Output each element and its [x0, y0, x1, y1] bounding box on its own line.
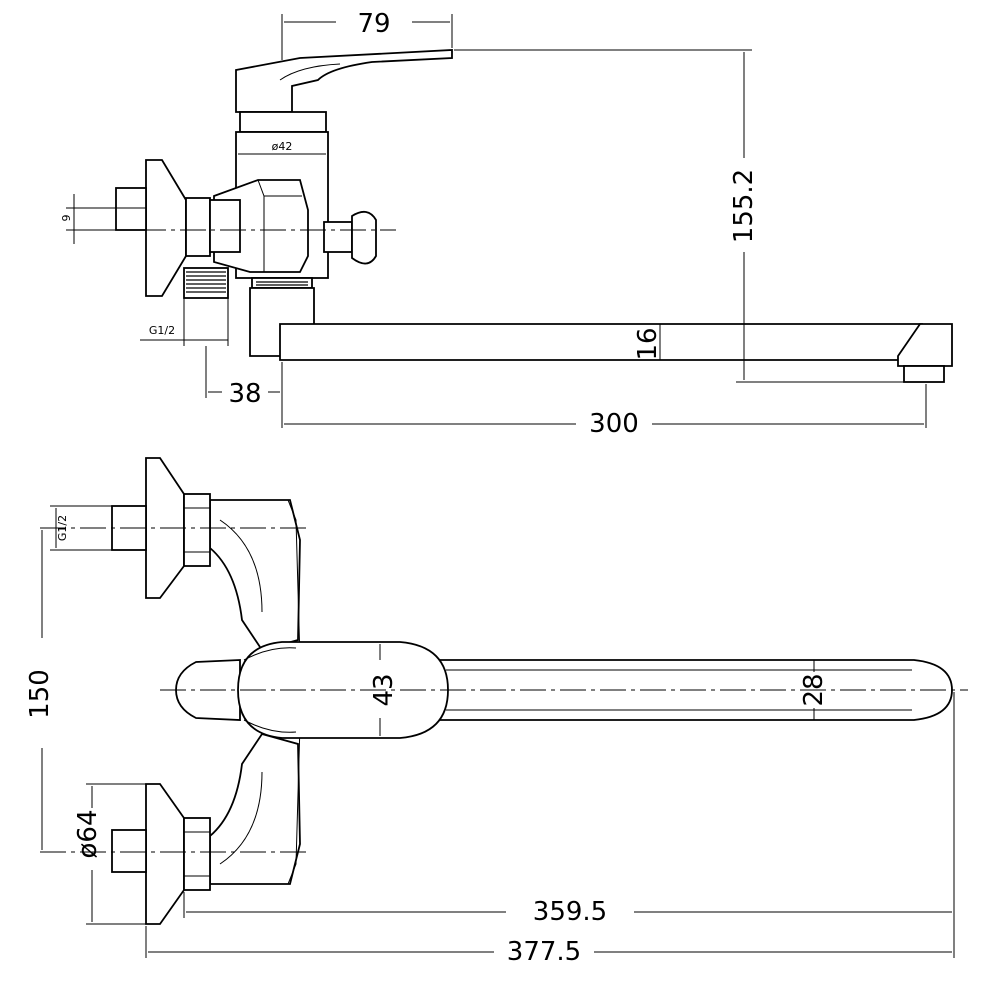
- dim-label: 155.2: [729, 169, 759, 243]
- dim-thread: G1/2: [140, 298, 229, 346]
- inlet-pipe: [115, 187, 147, 231]
- dim-label: ø42: [272, 140, 293, 153]
- dim-label: 43: [369, 673, 399, 706]
- dim-body-diameter: ø42: [235, 132, 329, 160]
- upper-flange-nut: [183, 493, 211, 567]
- dim-overall-length: 377.5: [145, 926, 952, 967]
- lower-inlet-pipe: [111, 829, 147, 873]
- flange-nut: [185, 197, 211, 257]
- dim-height: 155.2: [454, 49, 904, 383]
- dim-center-distance: 150: [25, 530, 55, 850]
- cartridge-cap: [239, 111, 327, 133]
- side-view: 79 ø42 155.2 16 9: [60, 9, 953, 439]
- threaded-connector: [183, 267, 229, 299]
- dim-pipe: 9: [60, 194, 146, 244]
- lower-flange-nut: [183, 817, 211, 891]
- dim-spout-reach: 300: [284, 384, 927, 439]
- dim-spout-thickness: 16: [633, 324, 663, 361]
- diverter-knob: [351, 210, 377, 265]
- handle-lever: [235, 49, 453, 113]
- dim-label: 359.5: [533, 897, 607, 927]
- dim-label: 79: [357, 9, 390, 39]
- thread-hatch: [186, 271, 226, 293]
- plan-view: G1/2 150 ø64 43 28: [25, 457, 968, 967]
- dim-body-width: 43: [369, 644, 399, 736]
- dim-label: 38: [228, 379, 261, 409]
- wall-flange: [145, 159, 187, 297]
- dim-label: 377.5: [507, 937, 581, 967]
- dim-label: ø64: [73, 810, 103, 859]
- dim-label: G1/2: [149, 324, 175, 337]
- aerator-tip: [903, 365, 945, 383]
- dim-handle-width: 79: [281, 9, 453, 60]
- upper-arm: [209, 499, 301, 652]
- dim-label: 150: [25, 669, 55, 719]
- diverter-stem: [323, 221, 353, 253]
- dim-reach-from-flange: 359.5: [183, 692, 955, 958]
- dim-label: 9: [60, 215, 73, 222]
- lower-flange: [145, 783, 185, 925]
- dim-label: 300: [589, 409, 639, 439]
- dim-flange-diameter: ø64: [73, 783, 146, 925]
- dim-label: 28: [799, 673, 829, 706]
- dim-thread-plan: G1/2: [50, 505, 112, 551]
- dim-spout-width: 28: [799, 660, 829, 720]
- spout-tube: [279, 323, 923, 361]
- dim-label: 16: [633, 327, 663, 360]
- lower-arm: [209, 732, 301, 885]
- dim-label: G1/2: [56, 515, 69, 541]
- dim-connector-offset: 38: [205, 346, 283, 428]
